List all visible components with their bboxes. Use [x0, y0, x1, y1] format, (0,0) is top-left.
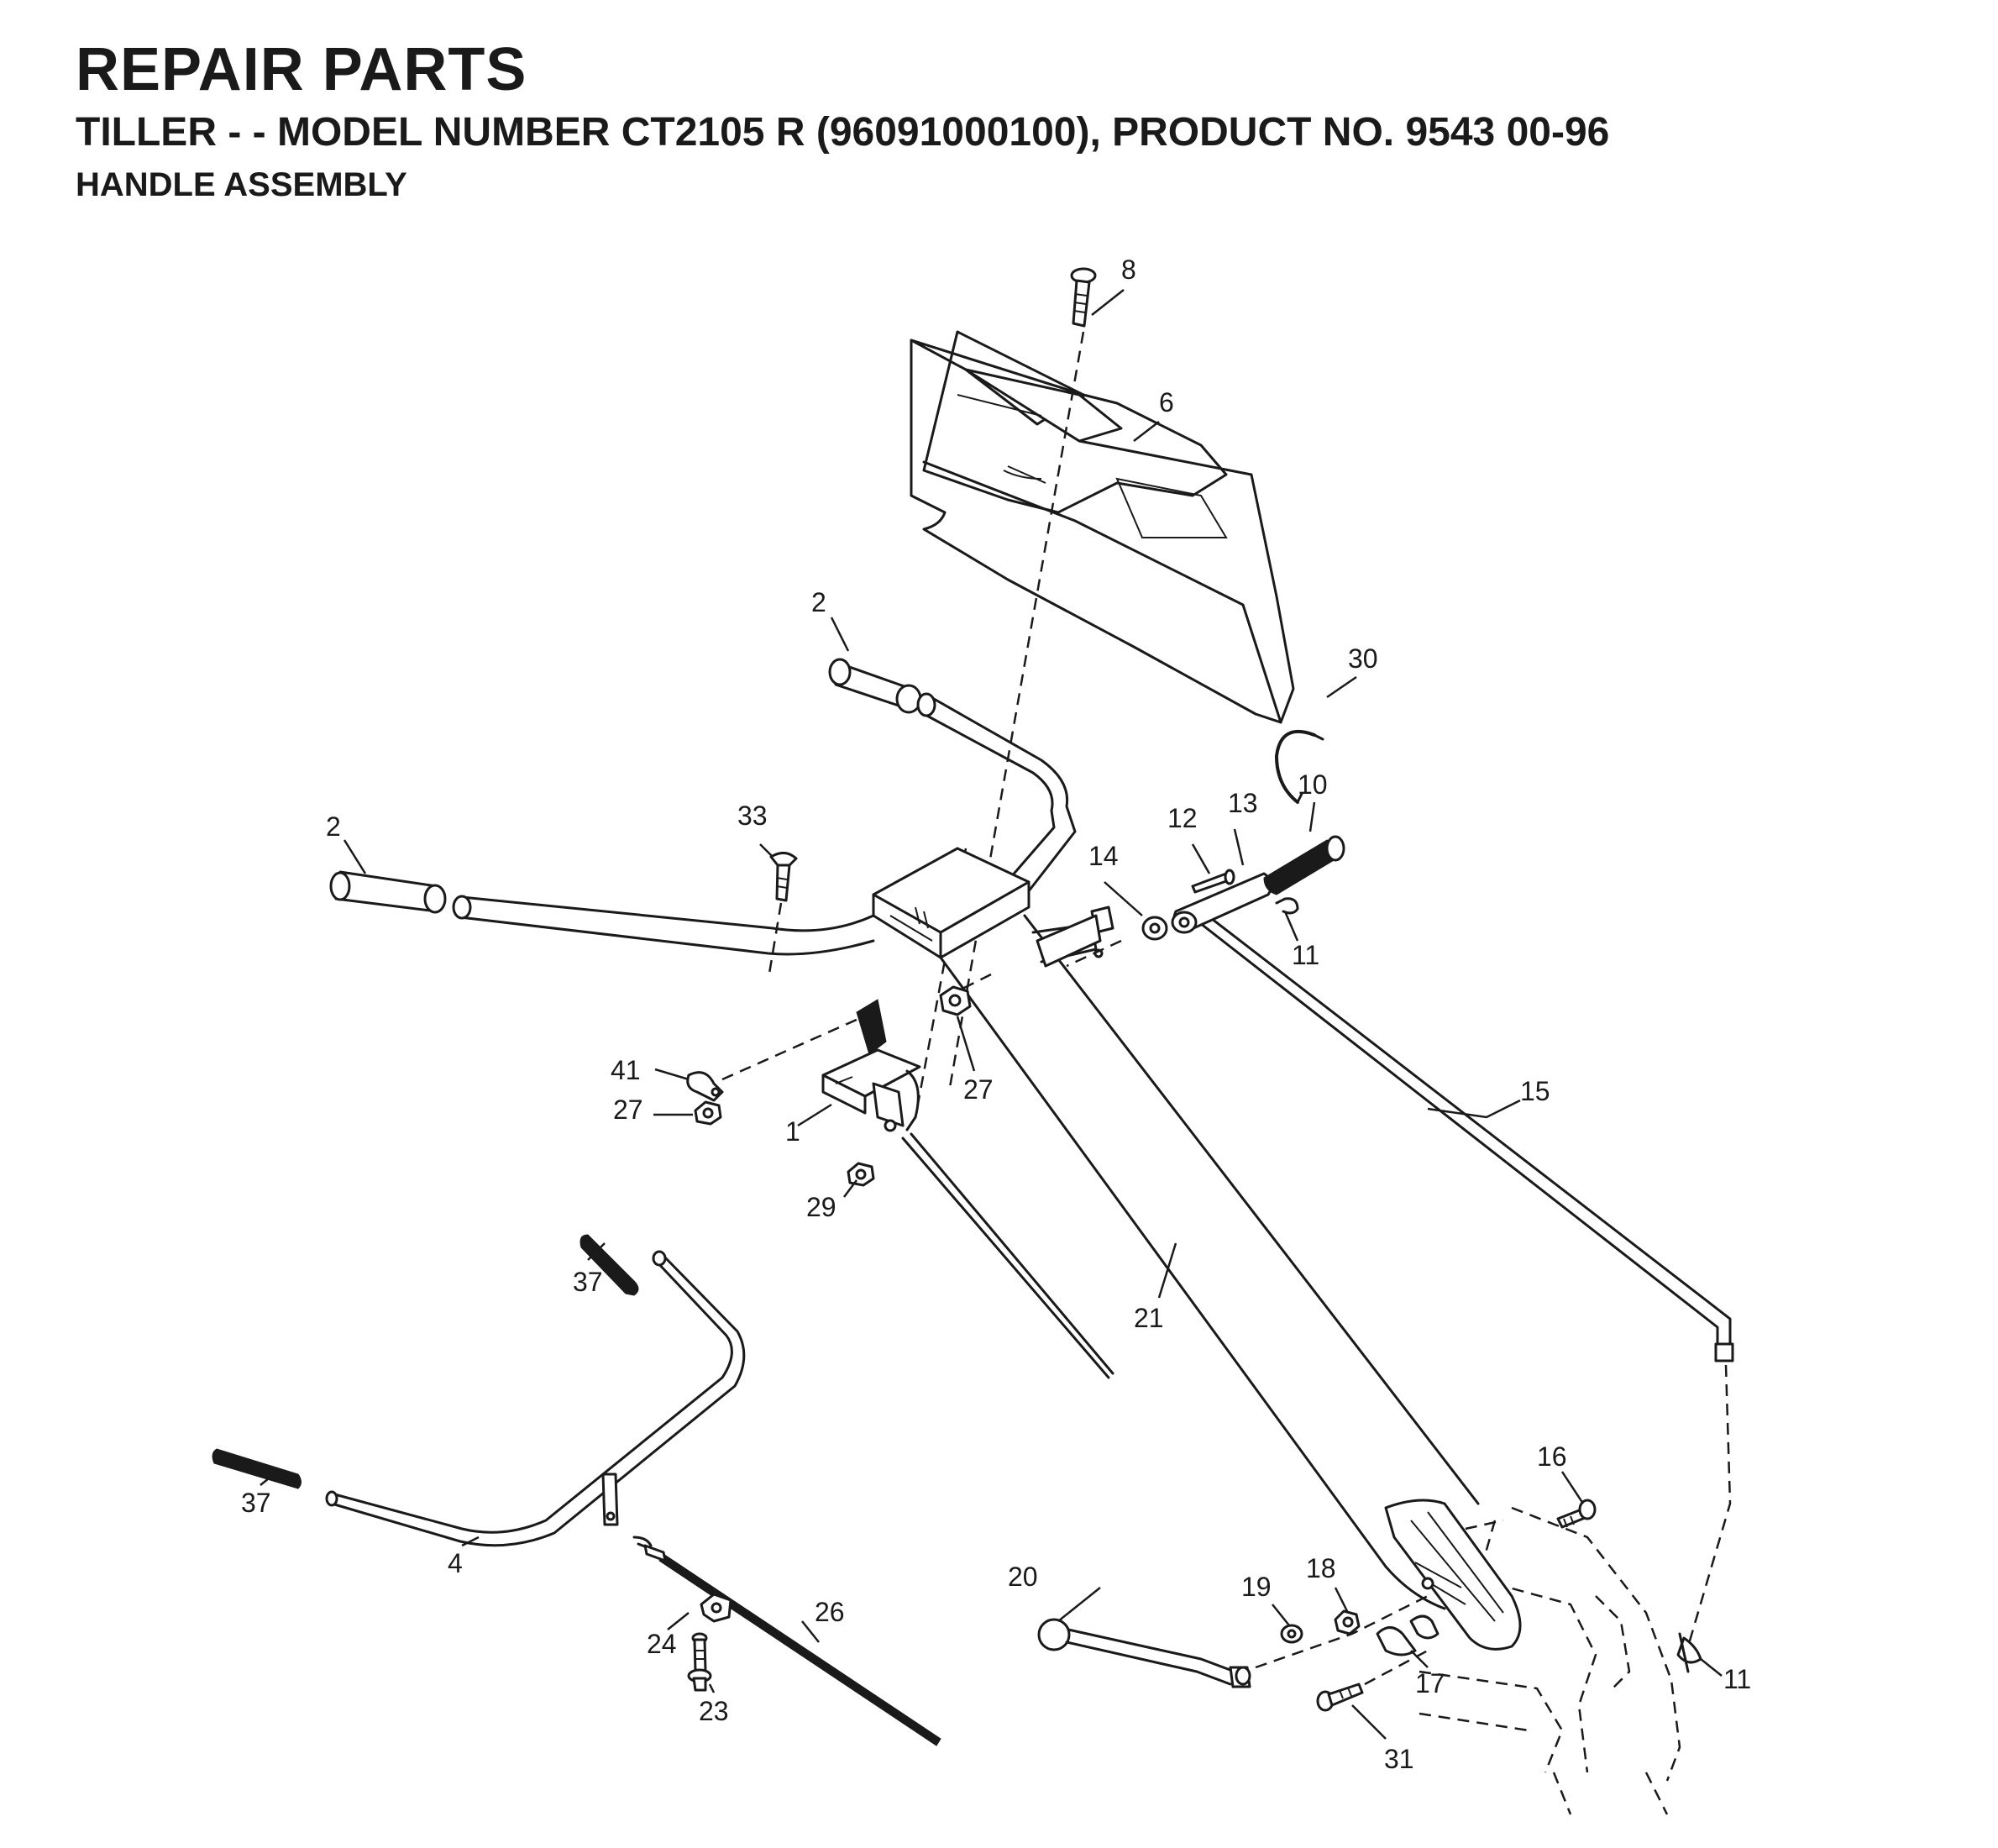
- callout-19: 19: [1241, 1572, 1272, 1602]
- washer-part-19: [1280, 1624, 1303, 1644]
- callout-11-upper: 11: [1292, 940, 1319, 970]
- handle-mount-bracket: [872, 847, 1030, 959]
- cotter-pin-part-11-upper: [1275, 897, 1299, 915]
- handlebar-left-tube: [452, 895, 875, 956]
- callout-2-right: 2: [811, 587, 826, 617]
- shift-rod-part-15: [1191, 906, 1734, 1647]
- callout-37-left: 37: [241, 1488, 271, 1518]
- page-title: REPAIR PARTS: [76, 36, 527, 103]
- callout-4: 4: [448, 1548, 463, 1578]
- clamp-path-line: [721, 1011, 874, 1081]
- grip-part-37-left: [212, 1448, 302, 1489]
- cable-part-26: [632, 1536, 941, 1746]
- cable-clamp-part-41: [686, 1071, 724, 1102]
- callout-27-right: 27: [963, 1074, 994, 1105]
- spacer-part-14: [1066, 916, 1168, 968]
- side-bracket: [1036, 914, 1102, 968]
- control-lever-part-1: [821, 999, 1114, 1379]
- callout-26: 26: [815, 1597, 845, 1627]
- callout-30: 30: [1348, 643, 1378, 674]
- callout-8: 8: [1121, 255, 1136, 285]
- dash-panel-part-6: [910, 330, 1295, 724]
- callout-41: 41: [611, 1055, 641, 1085]
- callout-21: 21: [1134, 1303, 1164, 1333]
- callout-10: 10: [1298, 769, 1328, 800]
- callout-37-upper: 37: [573, 1267, 603, 1297]
- callout-29: 29: [806, 1192, 836, 1222]
- section-title: HANDLE ASSEMBLY: [76, 166, 407, 203]
- bolt-part-31: [1316, 1649, 1429, 1712]
- callout-15: 15: [1520, 1076, 1550, 1106]
- knob-part-10: [1263, 835, 1345, 895]
- carriage-bolt-part-33: [767, 852, 798, 979]
- clip-part-24: [700, 1593, 732, 1623]
- retaining-ring-part-30: [1275, 730, 1324, 804]
- callout-33: 33: [737, 801, 768, 831]
- shift-lever-part-20: [1037, 1594, 1429, 1688]
- callout-27-left: 27: [613, 1095, 643, 1125]
- callout-13: 13: [1228, 788, 1258, 818]
- callout-11-lower: 11: [1723, 1664, 1751, 1694]
- callout-labels: 8 6 2 30 2 33 12 13 10 14 11 15 41 27 1 …: [241, 255, 1751, 1774]
- callout-2-left: 2: [326, 811, 341, 842]
- handle-tube-part-21: [939, 906, 1480, 1568]
- model-subtitle: TILLER - - MODEL NUMBER CT2105 R (960910…: [76, 110, 1610, 155]
- nut-part-27-left: [694, 1100, 722, 1126]
- nut-part-29: [847, 1162, 875, 1187]
- bolt-path-line: [947, 331, 1085, 1093]
- nut-part-27-right: [939, 985, 972, 1016]
- callout-17: 17: [1415, 1668, 1445, 1698]
- callout-18: 18: [1306, 1553, 1336, 1583]
- bolt-part-8: [1070, 267, 1097, 328]
- callout-31: 31: [1384, 1744, 1414, 1774]
- handlebar-left-grip-part-2: [329, 870, 447, 914]
- nut-part-18: [1334, 1609, 1361, 1635]
- grip-part-37-upper: [579, 1234, 639, 1296]
- callout-6: 6: [1159, 387, 1174, 417]
- callout-23: 23: [699, 1696, 729, 1726]
- cotter-pin-part-11-lower: [1676, 1632, 1702, 1673]
- callout-1: 1: [785, 1116, 800, 1147]
- callout-leaders: [260, 289, 1723, 1740]
- tiller-frame-outline: [1419, 1506, 1681, 1815]
- callout-14: 14: [1088, 841, 1119, 871]
- handlebar-right-grip-part-2: [828, 658, 922, 714]
- bail-handle-part-4: [325, 1250, 746, 1547]
- pivot-part-17: [1376, 1614, 1440, 1656]
- bolt-part-23: [687, 1632, 712, 1692]
- callout-12: 12: [1167, 803, 1198, 833]
- handle-lower-plate: [1384, 1499, 1522, 1651]
- pivot-link-part-13: [1171, 872, 1273, 934]
- callout-20: 20: [1008, 1562, 1038, 1592]
- callout-16: 16: [1537, 1441, 1567, 1472]
- handlebar-tube: [916, 692, 1077, 934]
- screw-part-12: [1191, 869, 1235, 894]
- callout-24: 24: [647, 1629, 677, 1659]
- nut-path-line: [957, 973, 992, 993]
- bolt-part-16: [1556, 1499, 1597, 1529]
